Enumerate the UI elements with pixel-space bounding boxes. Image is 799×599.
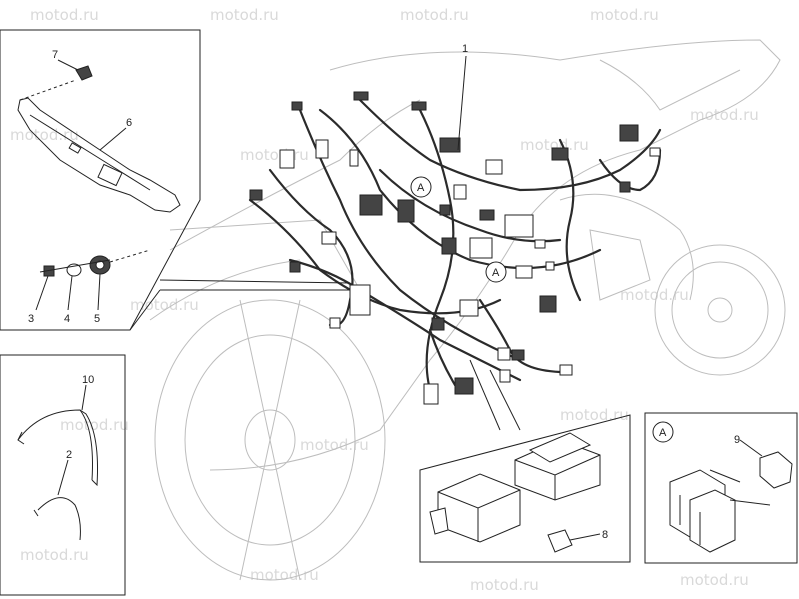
- connector: [349, 149, 359, 167]
- connector: [315, 139, 329, 159]
- callout-number: 3: [28, 313, 34, 325]
- connector: [534, 239, 546, 249]
- mounting-bracket: [17, 97, 181, 213]
- panel-leader-lines: [129, 279, 351, 331]
- harness-connectors: [249, 91, 661, 405]
- callout-1: 1: [457, 43, 468, 151]
- connector: [291, 101, 303, 111]
- connector: [454, 377, 474, 395]
- watermark: motod.ru: [60, 416, 129, 434]
- rear-sprocket: [654, 244, 786, 376]
- connector: [619, 124, 639, 142]
- connector: [441, 237, 457, 255]
- watermark: motod.ru: [470, 576, 539, 594]
- clip: [75, 65, 93, 81]
- connector: [504, 214, 534, 238]
- watermark: motod.ru: [20, 546, 89, 564]
- connector: [649, 147, 661, 157]
- washer: [66, 263, 82, 277]
- connector: [359, 194, 383, 216]
- connector: [279, 149, 295, 169]
- connector: [353, 91, 369, 101]
- connector: [431, 317, 445, 331]
- callout-number: 5: [94, 313, 100, 325]
- connector: [459, 299, 479, 317]
- detail-a-label: A: [492, 267, 500, 279]
- watermark: motod.ru: [210, 6, 279, 24]
- connector: [485, 159, 503, 175]
- relay: [759, 451, 793, 489]
- connector: [411, 101, 427, 111]
- callout-number: 1: [462, 43, 468, 55]
- callout-number: 7: [52, 49, 58, 61]
- connector: [439, 204, 451, 216]
- connector: [559, 364, 573, 376]
- watermark: motod.ru: [590, 6, 659, 24]
- callout-number: 6: [126, 117, 132, 129]
- watermark: motod.ru: [400, 6, 469, 24]
- connector: [479, 209, 495, 221]
- relay-holder: [689, 489, 736, 553]
- connector: [511, 349, 525, 361]
- connector: [349, 284, 371, 316]
- front-wheel: [154, 299, 386, 581]
- watermark: motod.ru: [10, 126, 79, 144]
- watermark: motod.ru: [300, 436, 369, 454]
- connector: [397, 199, 415, 223]
- connector: [499, 369, 511, 383]
- watermark: motod.ru: [560, 406, 629, 424]
- callout-number: 4: [64, 313, 70, 325]
- watermark: motod.ru: [520, 136, 589, 154]
- detail-a-marker-1: A: [410, 176, 432, 198]
- connector: [619, 181, 631, 193]
- main-wiring-harness: [248, 98, 662, 392]
- connector: [249, 189, 263, 201]
- watermark: motod.ru: [240, 146, 309, 164]
- watermark: motod.ru: [250, 566, 319, 584]
- motorcycle-outline: [149, 39, 786, 581]
- cable-tie: [37, 497, 81, 541]
- watermark: motod.ru: [130, 296, 199, 314]
- connector: [515, 265, 533, 279]
- panel-control-units: 8: [419, 359, 631, 563]
- watermark-layer: motod.ru motod.ru motod.ru motod.ru moto…: [10, 6, 759, 594]
- detail-a-label: A: [659, 427, 667, 439]
- callout-number: 9: [734, 434, 740, 446]
- connector: [545, 261, 555, 271]
- detail-a-marker-2: A: [485, 261, 507, 283]
- fuse: [547, 529, 573, 553]
- connector: [469, 237, 493, 259]
- connector: [551, 147, 569, 161]
- callout-number: 10: [82, 374, 94, 386]
- callout-number: 8: [602, 529, 608, 541]
- connector: [439, 137, 461, 153]
- watermark: motod.ru: [620, 286, 689, 304]
- callout-number: 2: [66, 449, 72, 461]
- connector: [321, 231, 337, 245]
- connector: [497, 347, 511, 361]
- detail-a-label: A: [417, 182, 425, 194]
- panel-straps: 10 2: [0, 354, 126, 596]
- panel-bracket-parts: 7 6 3 4 5: [0, 29, 201, 331]
- connector: [289, 261, 301, 273]
- watermark: motod.ru: [690, 106, 759, 124]
- connector: [423, 383, 439, 405]
- watermark: motod.ru: [30, 6, 99, 24]
- connector: [539, 295, 557, 313]
- connector: [453, 184, 467, 200]
- watermark: motod.ru: [680, 571, 749, 589]
- connector: [329, 317, 341, 329]
- panel-detail-a: A 9: [644, 412, 798, 564]
- screw: [43, 265, 55, 277]
